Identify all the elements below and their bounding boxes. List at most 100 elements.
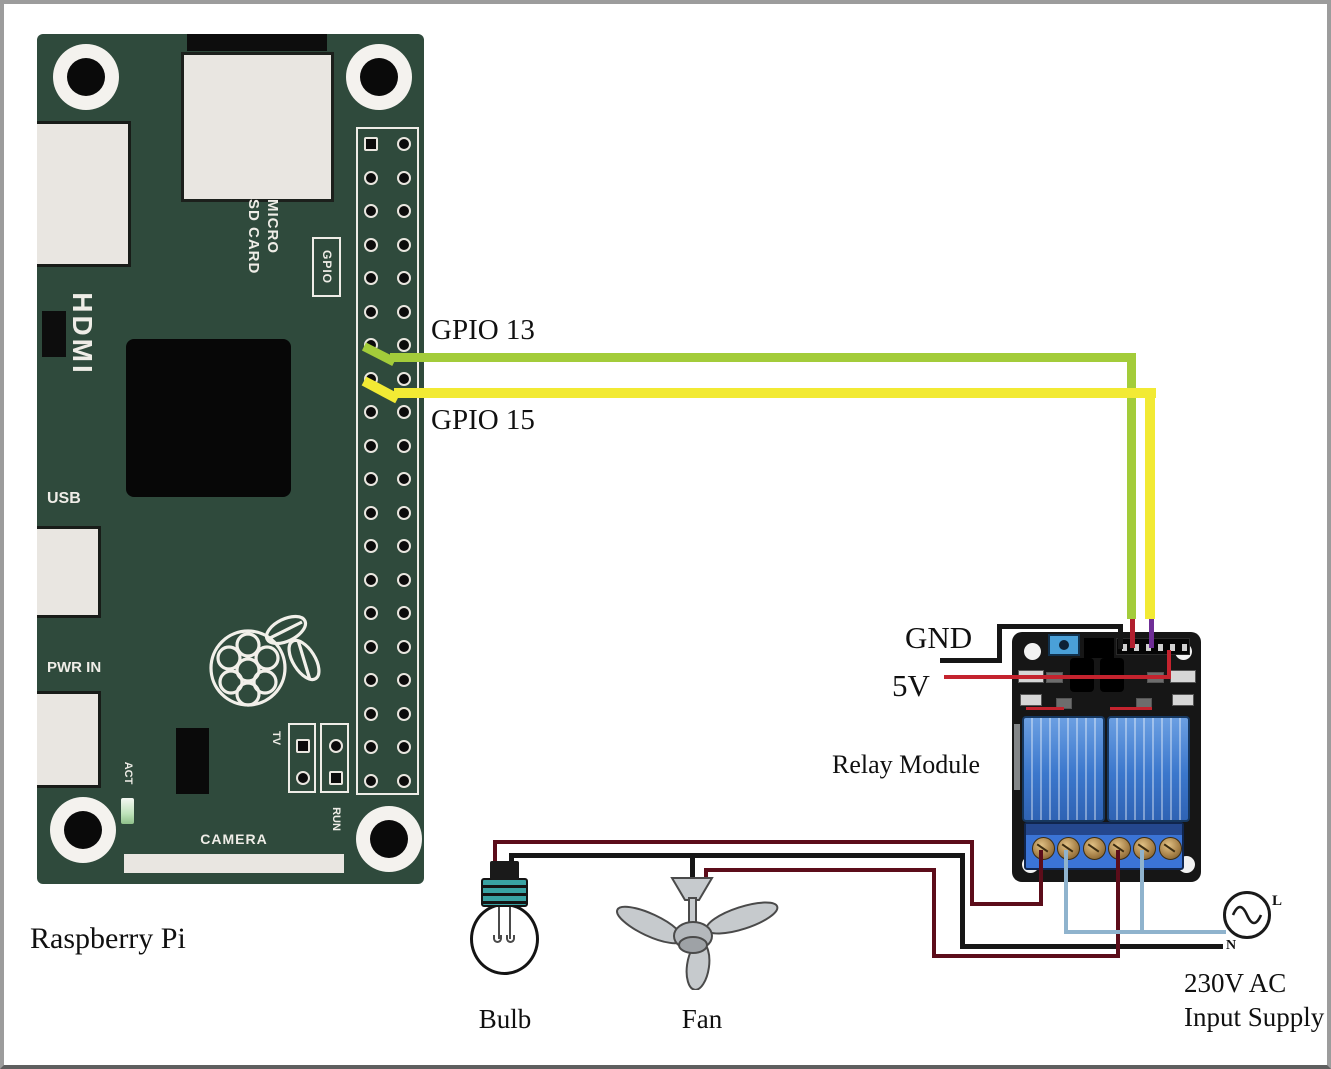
hdmi-port	[37, 121, 131, 267]
fan-live-wire	[704, 868, 936, 872]
mounting-hole	[50, 797, 116, 863]
run-label: RUN	[330, 807, 342, 831]
camera-label: CAMERA	[200, 831, 268, 847]
gpio-pin	[397, 639, 411, 654]
gpio-pin	[364, 505, 378, 520]
gpio-pin	[397, 338, 411, 352]
hdmi-label: HDMI	[67, 292, 98, 376]
gpio-silk-box: GPIO	[312, 237, 341, 297]
neutral-wire-fan-branch	[690, 853, 695, 883]
gpio-pin	[364, 170, 378, 185]
bulb-filament	[498, 906, 500, 939]
gpio-pin	[364, 606, 378, 620]
ic-block	[1084, 638, 1114, 658]
relay-header-pin	[1182, 644, 1187, 651]
bulb-live-wire	[970, 840, 974, 906]
gnd-wire	[997, 624, 1123, 629]
usb-port	[37, 526, 101, 618]
bulb-cap-top	[490, 861, 519, 880]
pwr-in-label: PWR IN	[47, 659, 102, 676]
smd-pad	[1172, 694, 1194, 706]
module-silk-text	[1014, 724, 1020, 790]
tv-pin	[296, 739, 310, 753]
raspberry-logo	[209, 614, 321, 707]
gpio13-wire-vertical	[1127, 353, 1136, 619]
smd-component	[176, 728, 209, 794]
ac-source	[1223, 891, 1271, 939]
act-led	[121, 798, 134, 824]
tv-pin	[296, 771, 310, 785]
bulb-live-wire	[493, 843, 497, 867]
gpio-pin	[364, 137, 378, 151]
fan-label: Fan	[681, 1004, 723, 1034]
gpio13-header-stub	[1130, 619, 1135, 648]
gpio-pin	[397, 371, 411, 386]
gpio-pin	[364, 304, 378, 319]
gpio-pin	[364, 438, 378, 453]
5v-trace	[1110, 707, 1152, 710]
gpio-pin	[364, 673, 378, 687]
gpio-pin	[364, 472, 378, 486]
neutral-wire	[960, 853, 965, 949]
fan-live-wire	[932, 954, 1120, 958]
gnd-wire	[1118, 624, 1123, 649]
gpio-pin	[364, 539, 378, 553]
micro-sd-card	[181, 52, 334, 202]
terminal-screws	[1026, 824, 1182, 868]
terminal-screw	[1158, 837, 1182, 860]
tv-jumper	[288, 723, 316, 793]
gpio15-wire-vertical	[1145, 388, 1155, 619]
gnd-label: GND	[905, 620, 973, 655]
gpio-pin	[397, 271, 411, 285]
run-pin	[329, 739, 343, 753]
gpio-pin	[364, 706, 378, 721]
camera-connector	[124, 854, 344, 873]
neutral-wire	[960, 944, 1223, 949]
bulb-live-wire	[493, 840, 974, 844]
gpio-pin	[364, 237, 378, 252]
gpio-header	[356, 127, 419, 795]
gpio13-wire-horizontal	[390, 353, 1136, 362]
act-label: ACT	[122, 761, 134, 785]
5v-wire	[944, 675, 1171, 679]
relay-module-label: Relay Module	[832, 750, 981, 779]
gpio-pin	[397, 606, 411, 620]
micro-sd-label: MICRO SD CARD	[236, 199, 282, 291]
terminal-screw	[1133, 837, 1157, 860]
gpio-pin	[397, 170, 411, 185]
usb-label: USB	[47, 490, 81, 507]
5v-trace	[1026, 707, 1064, 710]
gpio-pin	[364, 204, 378, 218]
sd-slot	[187, 34, 327, 51]
bulb-live-wire	[970, 902, 1043, 906]
gpio15-label: GPIO 15	[431, 404, 535, 436]
run-jumper	[320, 723, 349, 793]
fan-live-wire	[1116, 850, 1120, 958]
gpio-pin	[397, 539, 411, 553]
bulb	[470, 903, 539, 975]
connector-nub	[42, 311, 66, 357]
gpio13-label: GPIO 13	[431, 314, 535, 346]
gpio-pin	[397, 137, 411, 151]
mounting-hole-center	[67, 58, 105, 96]
gpio-pin	[397, 706, 411, 721]
gpio-pin-grid	[358, 129, 417, 793]
smd-pad	[1170, 670, 1196, 683]
relay-header-pin	[1158, 644, 1163, 651]
fan-live-wire	[932, 868, 936, 958]
gpio-pin	[364, 271, 378, 285]
bulb-live-wire	[1039, 850, 1043, 906]
gpio-pin	[397, 438, 411, 453]
raspberry-pi-board: MICRO SD CARD HDMI USB PWR IN ACT	[37, 34, 424, 884]
gpio-pin	[397, 740, 411, 754]
ac-live-terminal-label: L	[1272, 893, 1283, 909]
ceiling-fan	[616, 877, 779, 990]
ac-supply-label-line1: 230V AC	[1184, 968, 1287, 998]
gpio-pin	[397, 237, 411, 252]
ac-neutral-terminal-label: N	[1226, 938, 1237, 953]
relay-module-board	[1012, 632, 1201, 882]
sine-wave-icon	[1231, 905, 1263, 925]
bulb-label: Bulb	[478, 1004, 532, 1034]
terminal-screw	[1032, 837, 1055, 860]
